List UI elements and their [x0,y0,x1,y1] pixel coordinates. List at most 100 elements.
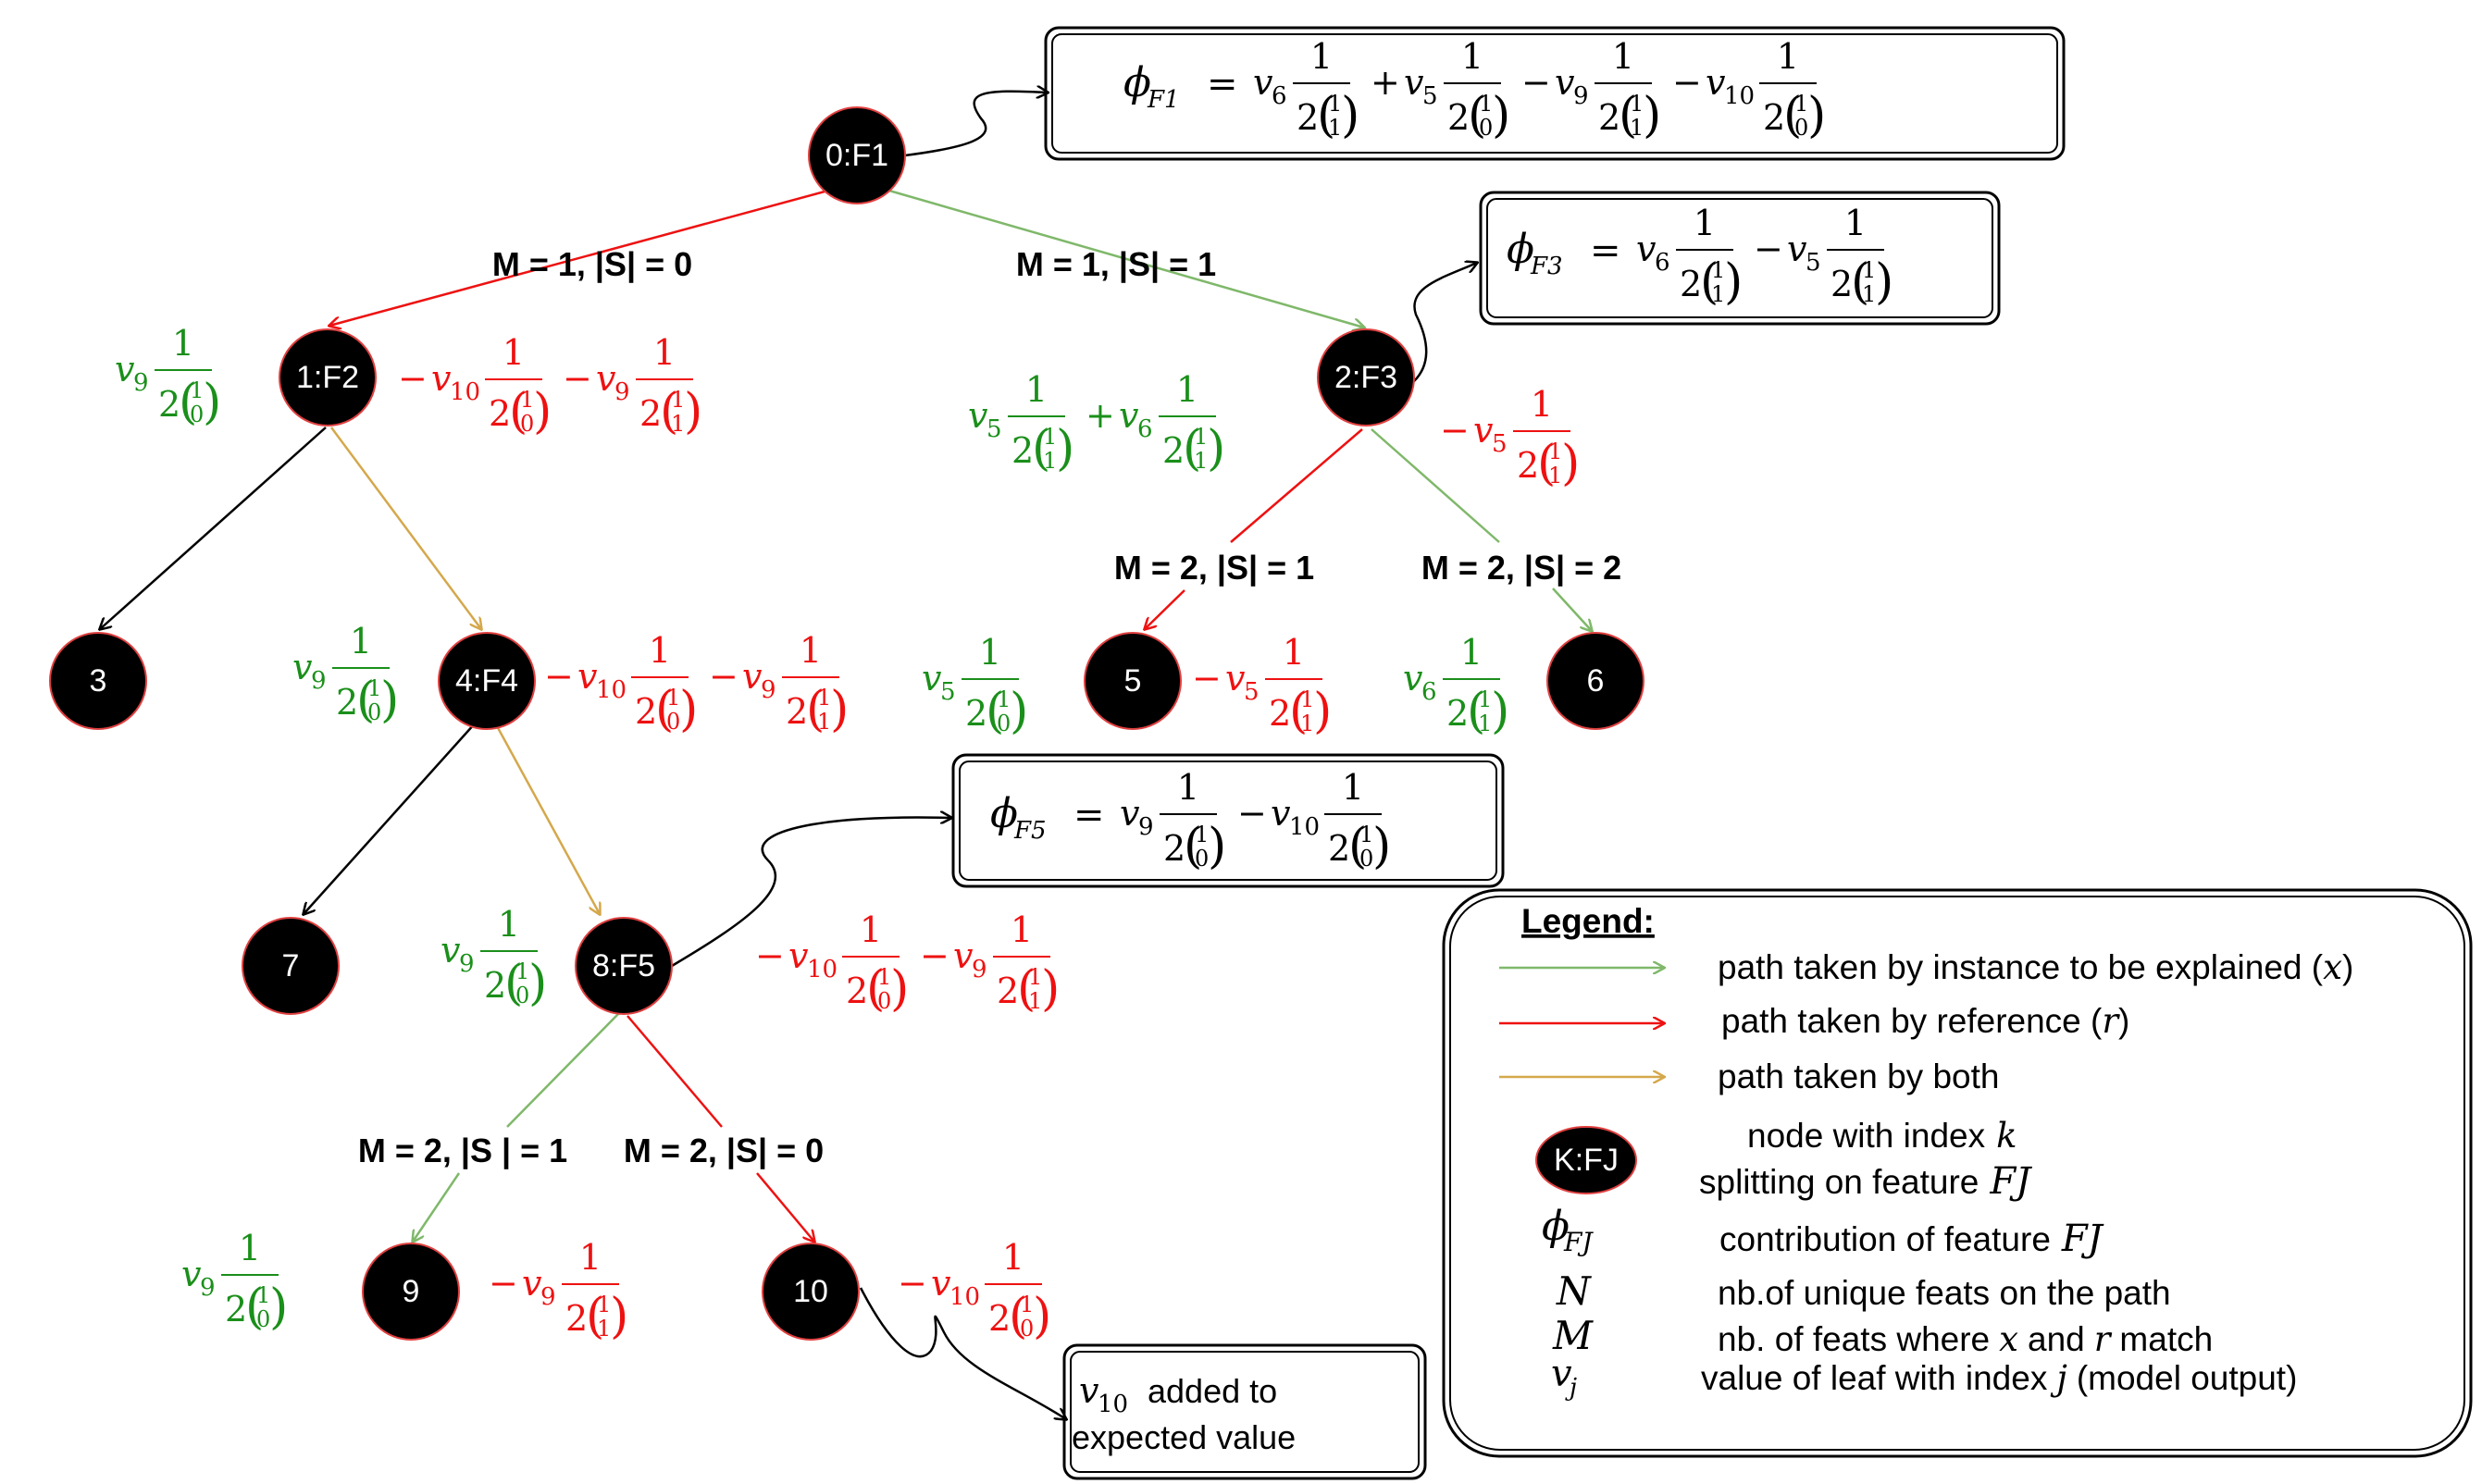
svg-text:v: v [292,647,313,687]
svg-text:10: 10 [949,1283,980,1311]
svg-text:9: 9 [133,369,149,397]
svg-text:10: 10 [450,378,480,406]
fraction: 12(11) [1265,632,1332,739]
svg-text:9: 9 [972,956,987,983]
svg-text:1: 1 [1460,632,1483,673]
svg-text:1: 1 [1195,822,1209,847]
leaf-note-line2: expected value [1072,1418,1296,1456]
operator: − [1237,793,1267,834]
svg-text:0: 0 [190,402,204,427]
node-2: 2:F3 [1317,328,1415,427]
svg-text:1: 1 [671,387,685,413]
leaf-note-line1: added to [1148,1372,1277,1410]
svg-text:v: v [1225,658,1246,699]
edge-4-7 [304,713,484,914]
svg-text:1: 1 [1028,964,1042,990]
svg-text:9: 9 [200,1274,216,1302]
svg-text:v: v [441,930,461,971]
tree-edges [100,183,1592,1242]
phi-f3-lhs: ϕF3= [1507,226,1621,280]
svg-text:1: 1 [1531,384,1553,425]
svg-text:1: 1 [860,909,882,950]
svg-text:0: 0 [1479,115,1493,141]
svg-text:(: ( [1348,819,1367,874]
fraction: 12(11) [1443,632,1509,739]
svg-text:6: 6 [1137,415,1153,443]
svg-text:): ) [1056,421,1074,476]
v-term: v10 [577,656,627,704]
fraction: 12(10) [1324,767,1391,874]
fraction: 12(11) [1293,36,1359,143]
v-term: v9 [115,349,149,397]
svg-text:9: 9 [614,378,630,406]
fraction: 12(11) [782,630,849,737]
fraction: 12(11) [1676,203,1743,310]
legend-v-symbol: v [1551,1353,1572,1395]
svg-text:v: v [1120,793,1140,834]
svg-text:2:F3: 2:F3 [1334,360,1397,395]
leaf-note-box-inner [1070,1351,1420,1473]
svg-text:1: 1 [367,675,381,701]
v-term: v5 [922,658,956,706]
svg-text:=: = [1590,229,1621,272]
svg-text:9: 9 [761,676,776,704]
svg-text:(: ( [504,956,523,1011]
svg-text:): ) [684,384,702,439]
formula-layer: ϕF1=v612(11)+v512(10)−v912(11)−v1012(10)… [115,36,1893,1344]
svg-text:(: ( [1183,421,1201,476]
svg-text:): ) [1492,88,1510,143]
operator: − [709,656,738,697]
svg-text:v: v [1404,62,1424,103]
v-term: v5 [968,395,1002,443]
edge-4-8 [489,713,600,914]
svg-text:(: ( [986,684,1004,739]
edge-2-5b [1145,589,1185,629]
svg-text:1: 1 [1862,257,1876,283]
svg-text:0: 0 [515,983,529,1008]
svg-text:2: 2 [635,691,657,732]
svg-text:1: 1 [1176,369,1198,410]
svg-text:1: 1 [1630,115,1644,141]
svg-text:): ) [1041,961,1060,1017]
svg-text:=: = [1073,794,1105,836]
svg-text:ϕ: ϕ [1123,59,1151,106]
svg-text:1: 1 [1300,686,1314,712]
callout-leaf-connector [859,1287,1066,1419]
svg-text:6: 6 [1655,249,1670,277]
v-term: v9 [292,647,327,695]
svg-text:(: ( [655,682,674,737]
edge-0-1 [329,183,850,326]
svg-text:1: 1 [1862,281,1876,307]
legend-phi-sub: FJ [1563,1227,1594,1257]
edge-label-0-2: M = 1, |S| = 1 [1016,245,1216,284]
callout-boxes [951,26,2473,1480]
operator: − [398,358,428,399]
svg-text:v: v [431,358,452,399]
operator: − [1672,62,1702,103]
legend-both-label: path taken by both [1718,1057,1999,1095]
svg-text:(: ( [1783,88,1802,143]
svg-text:1: 1 [1028,988,1042,1014]
svg-text:): ) [528,956,547,1011]
svg-text:v: v [115,349,135,390]
edge-label-8-9: M = 2, |S | = 1 [358,1132,567,1170]
legend-node-sample: K:FJ [1535,1126,1637,1194]
svg-text:1: 1 [1328,115,1342,141]
svg-text:1: 1 [877,964,891,990]
svg-text:5: 5 [1124,663,1142,699]
v-term: v9 [441,930,475,978]
svg-text:(: ( [1468,88,1486,143]
svg-text:10: 10 [1724,82,1755,110]
svg-text:(: ( [1700,254,1719,310]
svg-text:10: 10 [793,1274,828,1309]
operator: − [1440,410,1470,451]
svg-text:0: 0 [1195,846,1209,872]
